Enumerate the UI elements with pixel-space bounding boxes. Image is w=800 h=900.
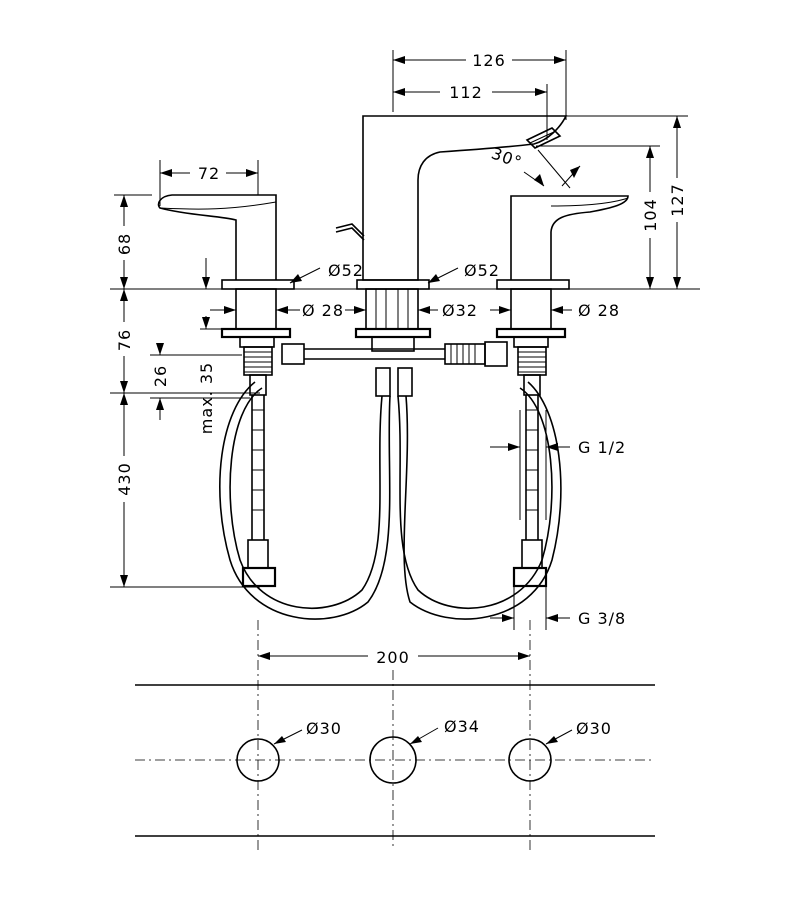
center-valve-body bbox=[354, 288, 432, 397]
spout-body bbox=[362, 115, 568, 281]
dia-right-shank: Ø 28 bbox=[578, 301, 620, 320]
dia-center-shank: Ø32 bbox=[442, 301, 478, 320]
hole-left bbox=[236, 738, 280, 782]
left-handle bbox=[157, 194, 277, 280]
thread-g-three-eighths: G 3/8 bbox=[578, 609, 626, 628]
dim-72: 72 bbox=[198, 164, 220, 183]
dia-hole-right: Ø30 bbox=[576, 719, 612, 738]
right-valve-body bbox=[495, 288, 567, 396]
dia-center-escutcheon: Ø52 bbox=[464, 261, 500, 280]
thread-g-half: G 1/2 bbox=[578, 438, 626, 457]
thread-callouts: G 1/2 G 3/8 bbox=[490, 410, 626, 630]
dia-hole-left: Ø30 bbox=[306, 719, 342, 738]
dia-hole-center: Ø34 bbox=[444, 717, 480, 736]
dia-left-escutcheon: Ø52 bbox=[328, 261, 364, 280]
hose-loops bbox=[219, 381, 562, 620]
right-escutcheon bbox=[496, 279, 570, 290]
dim-200: 200 bbox=[376, 648, 410, 667]
hole-right bbox=[508, 738, 552, 782]
dim-104: 104 bbox=[641, 198, 660, 232]
dim-30-deg: 30° bbox=[489, 144, 525, 173]
dim-max-35: max. 35 bbox=[197, 362, 216, 434]
center-escutcheon bbox=[356, 279, 430, 290]
dim-127: 127 bbox=[668, 183, 687, 217]
dim-126: 126 bbox=[472, 51, 506, 70]
dim-430: 430 bbox=[115, 462, 134, 496]
dia-left-shank: Ø 28 bbox=[302, 301, 344, 320]
dim-112: 112 bbox=[449, 83, 483, 102]
dim-68: 68 bbox=[115, 233, 134, 255]
dim-26: 26 bbox=[151, 365, 170, 387]
pop-up-lever bbox=[335, 223, 365, 241]
dim-76: 76 bbox=[115, 329, 134, 351]
right-handle bbox=[510, 195, 629, 280]
left-escutcheon bbox=[221, 279, 295, 290]
left-valve-body bbox=[220, 288, 292, 396]
deck-plan bbox=[135, 620, 655, 850]
hole-center bbox=[369, 736, 417, 784]
right-supply-hose bbox=[512, 395, 548, 588]
diameter-callouts: Ø52 Ø52 Ø 28 Ø32 Ø 28 bbox=[210, 261, 620, 320]
connector-hoses bbox=[281, 341, 508, 367]
hole-diameter-callouts: Ø30 Ø34 Ø30 bbox=[273, 717, 612, 745]
dimension-annotations: 126 112 72 68 127 10 bbox=[110, 48, 688, 667]
left-supply-hose bbox=[241, 395, 277, 588]
